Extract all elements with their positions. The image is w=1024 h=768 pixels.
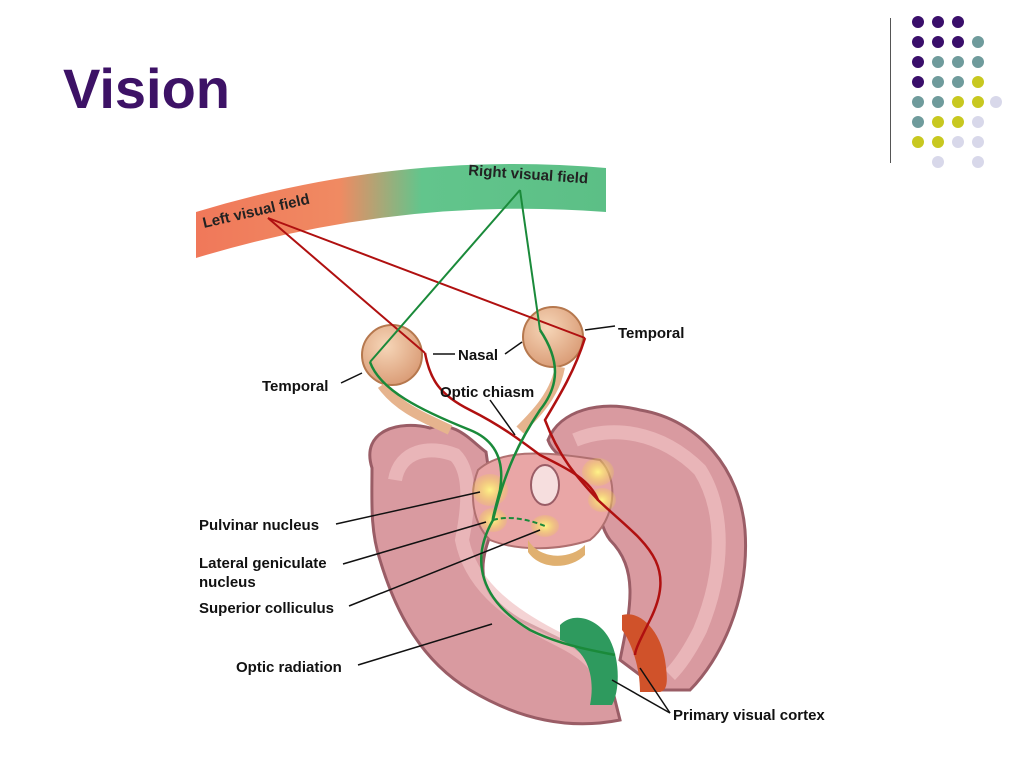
- nasal-pointer-right: [504, 341, 523, 355]
- temporal-left-label: Temporal: [262, 378, 328, 395]
- decorative-dot-grid: [912, 16, 1002, 168]
- optic-radiation-pointer: [357, 623, 493, 666]
- title-divider-line: [890, 18, 891, 163]
- temporal-right-label: Temporal: [618, 325, 684, 342]
- optic-radiation-label: Optic radiation: [236, 659, 342, 676]
- temporal-right-pointer: [584, 325, 616, 331]
- pulvinar-pointer: [335, 491, 481, 525]
- primary-visual-cortex-pointer-left: [611, 679, 671, 714]
- slide-title: Vision: [63, 57, 231, 120]
- pulvinar-nucleus-label: Pulvinar nucleus: [199, 517, 319, 534]
- optic-chiasm-pointer: [489, 399, 516, 436]
- primary-visual-cortex-label: Primary visual cortex: [673, 707, 825, 724]
- lateral-geniculate-label-line1: Lateral geniculate: [199, 555, 327, 572]
- primary-visual-cortex-left: [560, 617, 618, 705]
- left-field-rays: [267, 217, 586, 354]
- primary-visual-cortex-right: [622, 614, 667, 692]
- right-field-rays: [369, 189, 541, 363]
- left-eye: [361, 324, 453, 435]
- temporal-left-pointer: [340, 372, 363, 384]
- visual-field-band: [196, 163, 606, 258]
- optic-chiasm-label: Optic chiasm: [440, 384, 534, 401]
- red-optic-pathway: [423, 352, 662, 656]
- superior-colliculus-pointer: [348, 529, 541, 607]
- primary-visual-cortex-pointer-right: [639, 667, 671, 714]
- nasal-label: Nasal: [458, 347, 498, 364]
- lateral-geniculate-pointer: [342, 521, 487, 565]
- superior-colliculus-label: Superior colliculus: [199, 600, 334, 617]
- lateral-geniculate-label-line2: nucleus: [199, 574, 256, 591]
